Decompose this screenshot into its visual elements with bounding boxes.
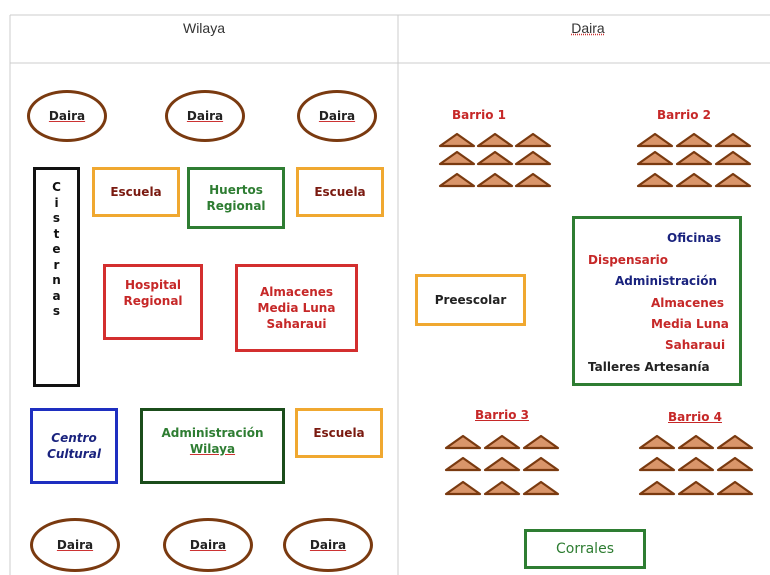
tent-icon <box>476 172 514 188</box>
tent-icon <box>714 132 752 148</box>
administracion-label: Administración <box>615 274 718 288</box>
oficinas-label: Oficinas <box>667 231 722 245</box>
tent-icon <box>677 456 715 472</box>
tent-icon <box>438 132 476 148</box>
daira-oval-top-2: Daira <box>165 90 245 142</box>
tent-icon <box>438 150 476 166</box>
tent-icon <box>716 480 754 496</box>
tent-icon <box>716 434 754 450</box>
tent-icon <box>677 434 715 450</box>
tent-icon <box>636 172 674 188</box>
tent-icon <box>514 172 552 188</box>
daira-oval-bottom-2: Daira <box>163 518 253 572</box>
tent-icon <box>444 480 482 496</box>
header-daira: Daira <box>571 20 605 36</box>
tent-icon <box>444 456 482 472</box>
tent-icon <box>444 434 482 450</box>
corrales-box: Corrales <box>524 529 646 569</box>
barrio-2-label: Barrio 2 <box>657 108 711 122</box>
daira-oval-bottom-3: Daira <box>283 518 373 572</box>
escuela-box-3: Escuela <box>295 408 383 458</box>
daira-oval-top-1: Daira <box>27 90 107 142</box>
tent-icon <box>483 434 521 450</box>
tent-icon <box>675 150 713 166</box>
tent-icon <box>522 456 560 472</box>
tent-icon <box>514 132 552 148</box>
tent-icon <box>438 172 476 188</box>
almacenes-label: Almacenes <box>651 296 725 310</box>
tent-icon <box>638 456 676 472</box>
tent-icon <box>675 172 713 188</box>
preescolar-box: Preescolar <box>415 274 526 326</box>
escuela-box-2: Escuela <box>296 167 384 217</box>
tent-icon <box>638 480 676 496</box>
tent-icon <box>675 132 713 148</box>
daira-oval-top-3: Daira <box>297 90 377 142</box>
talleres-label: Talleres Artesanía <box>588 360 710 374</box>
tent-icon <box>638 434 676 450</box>
daira-oval-bottom-1: Daira <box>30 518 120 572</box>
tent-icon <box>714 150 752 166</box>
tent-icon <box>522 480 560 496</box>
tent-icon <box>514 150 552 166</box>
barrio-3-label: Barrio 3 <box>475 408 529 422</box>
barrio-1-label: Barrio 1 <box>452 108 506 122</box>
tent-icon <box>636 150 674 166</box>
tent-icon <box>716 456 754 472</box>
tent-icon <box>483 456 521 472</box>
header-wilaya: Wilaya <box>182 20 225 36</box>
tent-icon <box>714 172 752 188</box>
dispensario-label: Dispensario <box>588 253 669 267</box>
tent-icon <box>636 132 674 148</box>
tent-icon <box>476 132 514 148</box>
saharaui-label: Saharaui <box>665 338 726 352</box>
tent-icon <box>476 150 514 166</box>
tent-icon <box>522 434 560 450</box>
barrio-4-label: Barrio 4 <box>668 410 722 424</box>
tent-icon <box>677 480 715 496</box>
oficinas-box: Oficinas Dispensario Administración Alma… <box>572 216 742 386</box>
media-luna-label: Media Luna <box>651 317 729 331</box>
tent-icon <box>483 480 521 496</box>
escuela-box-1: Escuela <box>92 167 180 217</box>
